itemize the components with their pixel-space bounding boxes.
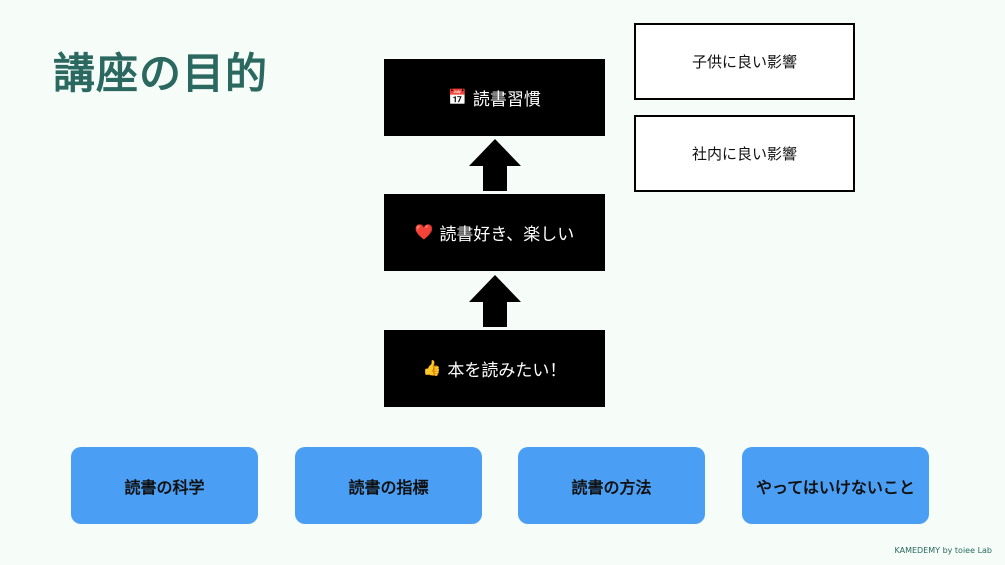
footer-credit: KAMEDEMY by toiee Lab [894, 546, 992, 555]
topic-button-donts[interactable]: やってはいけないこと [742, 447, 929, 524]
goal-box-reading-habit: 📅 読書習慣 [384, 59, 605, 136]
topic-label-metrics: 読書の指標 [348, 477, 429, 497]
topic-label-science: 読書の科学 [124, 477, 205, 497]
heart-icon: ❤️ [414, 223, 434, 241]
goal-label-reading-habit: 読書習慣 [472, 90, 541, 110]
up-arrow-icon [469, 275, 521, 327]
up-arrow-icon [469, 139, 521, 191]
effect-label-company: 社内に良い影響 [691, 145, 797, 163]
topic-label-methods: 読書の方法 [571, 477, 652, 497]
goal-box-want-to-read: 👍 本を読みたい！ [384, 330, 605, 407]
goal-label-love-reading: 読書好き、楽しい [439, 225, 575, 245]
thumbs-up-icon: 👍 [422, 359, 442, 377]
topic-button-metrics[interactable]: 読書の指標 [295, 447, 482, 524]
page-title: 講座の目的 [53, 49, 269, 98]
goal-box-love-reading: ❤️ 読書好き、楽しい [384, 194, 605, 271]
topic-button-methods[interactable]: 読書の方法 [518, 447, 705, 524]
effect-label-children: 子供に良い影響 [691, 53, 797, 71]
topic-button-science[interactable]: 読書の科学 [71, 447, 258, 524]
calendar-icon: 📅 [448, 88, 467, 106]
effect-box-company: 社内に良い影響 [634, 115, 855, 192]
effect-box-children: 子供に良い影響 [634, 23, 855, 100]
topic-label-donts: やってはいけないこと [756, 477, 915, 497]
goal-label-want-to-read: 本を読みたい！ [447, 361, 567, 381]
